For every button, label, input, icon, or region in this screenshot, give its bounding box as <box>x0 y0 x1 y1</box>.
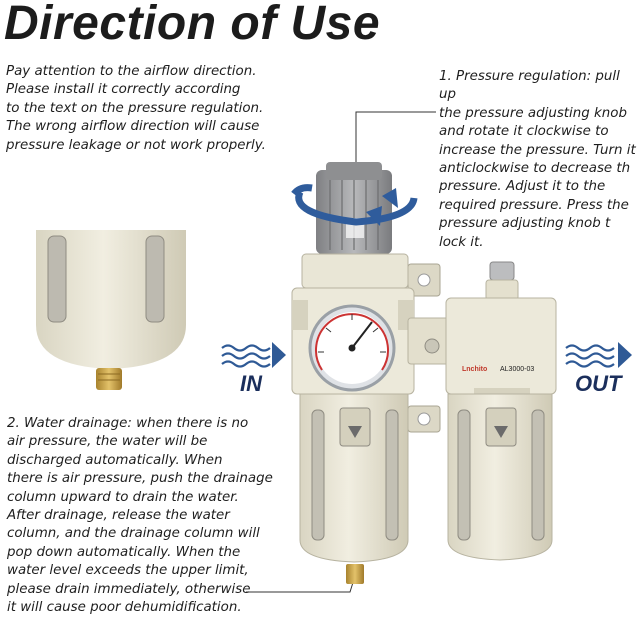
drain-bowl-closeup <box>36 230 186 390</box>
water-drainage-note: 2. Water drainage: when there is no air … <box>7 416 273 616</box>
mounting-bracket <box>407 263 441 433</box>
airflow-in-waves <box>221 342 286 368</box>
callout-line-drainage <box>246 575 356 593</box>
model-label: AL3000-03 <box>500 366 534 373</box>
lubricator-unit <box>445 261 557 561</box>
brand-label: Lnchito <box>462 366 487 373</box>
rotate-clockwise-icon <box>291 184 418 226</box>
brass-drain-valve <box>346 564 364 584</box>
airflow-in-label: IN <box>240 371 262 396</box>
page-title: Direction of Use <box>4 0 381 50</box>
connector-block <box>407 317 455 365</box>
pressure-regulation-note: 1. Pressure regulation: pull up the pres… <box>439 69 636 250</box>
brass-drain-valve <box>96 368 122 390</box>
filter-regulator-unit <box>291 253 415 584</box>
airflow-direction-note: Pay attention to the airflow direction. … <box>6 64 266 153</box>
pressure-gauge <box>308 304 396 392</box>
airflow-out-waves <box>565 342 632 368</box>
airflow-out-label: OUT <box>575 371 622 396</box>
